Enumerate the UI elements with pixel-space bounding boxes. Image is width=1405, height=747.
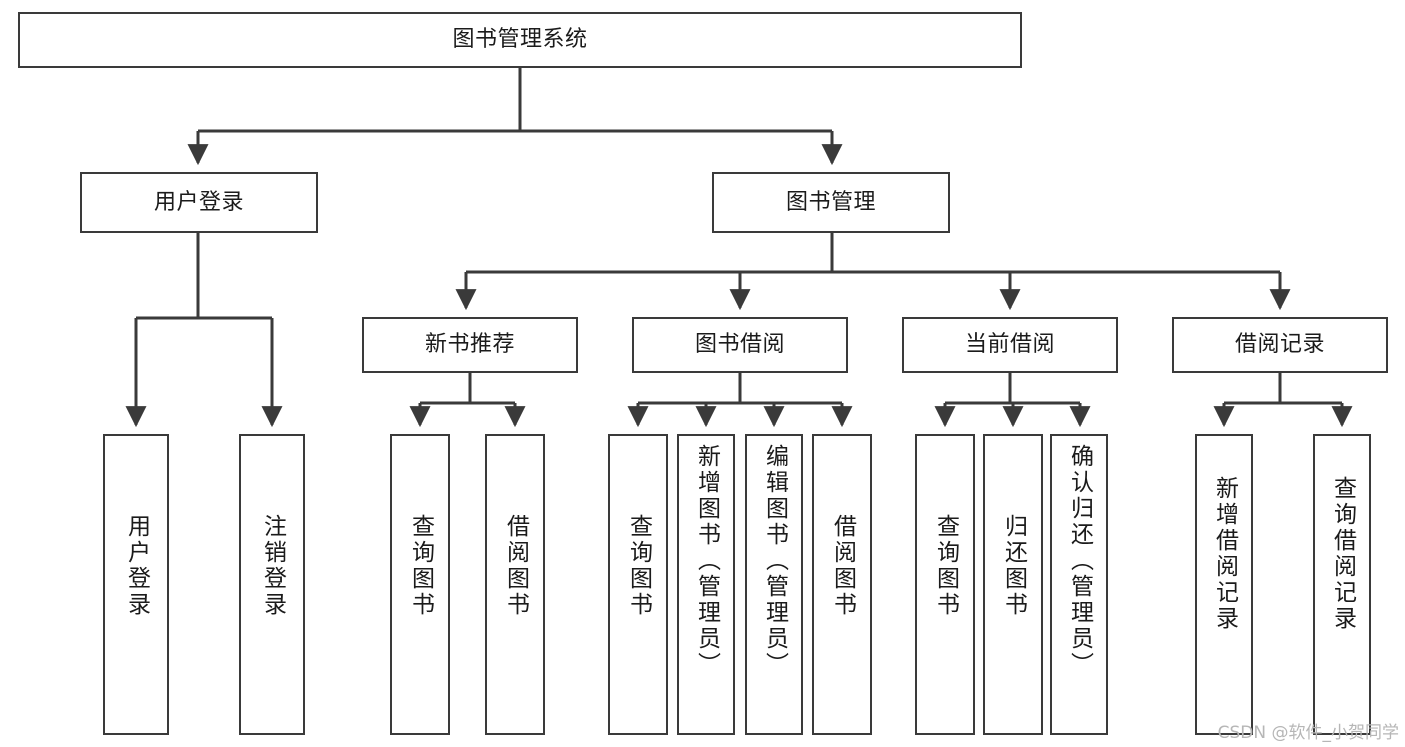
node-leaf-query-book-2-label: 查询图书 [625,514,652,618]
node-leaf-add-book[interactable]: 新增图书（管理员） [677,434,735,735]
node-leaf-borrow-book-1-label: 借阅图书 [502,514,529,618]
node-leaf-return-book-label: 归还图书 [1000,514,1027,618]
watermark-text: CSDN @软件_小贺同学 [1217,723,1399,743]
node-leaf-query-book-1[interactable]: 查询图书 [390,434,450,735]
node-book-manage-label: 图书管理 [785,189,876,215]
node-leaf-add-record-label: 新增借阅记录 [1211,476,1238,632]
node-leaf-logout-login[interactable]: 注销登录 [239,434,305,735]
node-leaf-user-login-label: 用户登录 [123,514,150,618]
node-root-label: 图书管理系统 [452,27,588,53]
node-borrow-record-label: 借阅记录 [1234,332,1325,358]
node-leaf-edit-book-label: 编辑图书（管理员） [761,444,788,678]
node-leaf-query-book-3-label: 查询图书 [932,514,959,618]
node-leaf-borrow-book-1[interactable]: 借阅图书 [485,434,545,735]
node-leaf-return-book[interactable]: 归还图书 [983,434,1043,735]
node-current-borrow-label: 当前借阅 [964,332,1055,358]
node-leaf-add-record[interactable]: 新增借阅记录 [1195,434,1253,735]
node-book-borrow[interactable]: 图书借阅 [632,317,848,373]
node-book-manage[interactable]: 图书管理 [712,172,950,233]
node-leaf-edit-book[interactable]: 编辑图书（管理员） [745,434,803,735]
node-book-borrow-label: 图书借阅 [694,332,785,358]
node-leaf-query-book-3[interactable]: 查询图书 [915,434,975,735]
node-current-borrow[interactable]: 当前借阅 [902,317,1118,373]
node-leaf-user-login[interactable]: 用户登录 [103,434,169,735]
node-leaf-query-book-2[interactable]: 查询图书 [608,434,668,735]
node-user-login-label: 用户登录 [153,189,244,215]
node-leaf-borrow-book-2-label: 借阅图书 [829,514,856,618]
node-new-book-recommend-label: 新书推荐 [424,332,515,358]
node-leaf-query-record-label: 查询借阅记录 [1329,476,1356,632]
node-leaf-confirm-return[interactable]: 确认归还（管理员） [1050,434,1108,735]
node-leaf-query-record[interactable]: 查询借阅记录 [1313,434,1371,735]
node-user-login[interactable]: 用户登录 [80,172,318,233]
node-leaf-confirm-return-label: 确认归还（管理员） [1066,444,1093,678]
node-leaf-add-book-label: 新增图书（管理员） [693,444,720,678]
node-leaf-logout-login-label: 注销登录 [259,514,286,618]
node-leaf-query-book-1-label: 查询图书 [407,514,434,618]
node-borrow-record[interactable]: 借阅记录 [1172,317,1388,373]
node-root[interactable]: 图书管理系统 [18,12,1022,68]
node-leaf-borrow-book-2[interactable]: 借阅图书 [812,434,872,735]
node-new-book-recommend[interactable]: 新书推荐 [362,317,578,373]
